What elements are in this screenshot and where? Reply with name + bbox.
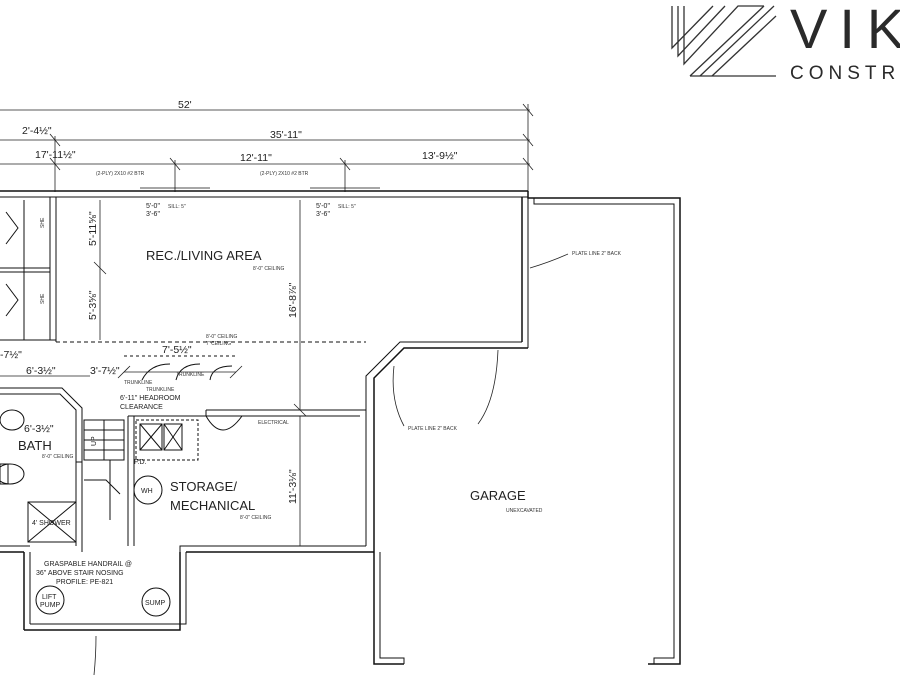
room-garage-note: UNEXCAVATED: [506, 508, 543, 514]
dimension-lines-inner: [0, 200, 307, 546]
shelf-label-1: SHE: [40, 217, 46, 228]
dim-6-3-a: 6'-3½": [26, 365, 56, 377]
logo-subtitle: CONSTRU: [790, 63, 900, 84]
room-bath-ceiling: 8'-0" CEILING: [42, 454, 73, 460]
plate-line-leaders: [93, 253, 569, 676]
company-logo: VIK CONSTRU: [671, 0, 900, 84]
window-2-sill: SILL: 5": [338, 204, 356, 210]
room-garage-label: GARAGE: [470, 488, 526, 503]
dim-3-7: 3'-7½": [90, 365, 120, 377]
ceiling-change-2: 7' CEILING: [206, 341, 231, 347]
room-storage-label-2: MECHANICAL: [170, 498, 255, 513]
headroom-note-2: CLEARANCE: [120, 404, 163, 411]
handrail-note-3: PROFILE: PE-821: [56, 579, 113, 586]
handrail-note-1: GRASPABLE HANDRAIL @: [44, 561, 132, 568]
dim-13-9: 13'-9½": [422, 150, 458, 162]
interior-walls: [0, 197, 366, 617]
dim-2-4: 2'-4½": [22, 125, 52, 137]
dim-16-8: 16'-8⅞": [287, 282, 299, 318]
logo-mark: [671, 5, 777, 77]
room-bath-label: BATH: [18, 438, 52, 453]
dim-5-11: 5'-11⅝": [87, 211, 99, 246]
dim-6-3-b: 6'-3½": [24, 423, 54, 435]
shower-label: 4' SHOWER: [32, 520, 71, 527]
electrical-note: ELECTRICAL: [258, 420, 289, 426]
header-note-2: (2-PLY) 2X10 #2 BTR: [260, 171, 309, 177]
trunkline-note-1: TRUNKLINE: [124, 380, 153, 386]
dim-12-11: 12'-11": [240, 152, 272, 164]
headroom-note-1: 6'-11" HEADROOM: [120, 395, 181, 402]
room-storage-ceiling: 8'-0" CEILING: [240, 515, 271, 521]
stair-up-label: UP: [91, 436, 98, 446]
room-storage-label-1: STORAGE/: [170, 479, 237, 494]
ceiling-change-1: 8'-0" CEILING: [206, 334, 237, 340]
shelf-label-2: SHE: [40, 293, 46, 304]
handrail-note-2: 36" ABOVE STAIR NOSING: [36, 570, 124, 577]
room-living-label: REC./LIVING AREA: [146, 248, 262, 263]
dim-5-3: 5'-3⅝": [87, 290, 99, 320]
dimension-lines-top: [0, 103, 534, 192]
plate-line-note-1: PLATE LINE 2" BACK: [572, 251, 622, 257]
room-living-ceiling: 8'-0" CEILING: [253, 266, 284, 272]
plate-line-note-2: PLATE LINE 2" BACK: [408, 426, 458, 432]
lift-pump-label-1: LIFT: [42, 594, 57, 601]
dim-35-11: 35'-11": [270, 129, 302, 141]
header-note-1: (2-PLY) 2X10 #2 BTR: [96, 171, 145, 177]
window-1-sill: SILL: 5": [168, 204, 186, 210]
window-2-height: 3'-6": [316, 211, 330, 218]
trunkline-note-2: TRUNKLINE: [176, 372, 205, 378]
water-heater-label: WH: [141, 488, 153, 495]
sump-label: SUMP: [145, 600, 166, 607]
dim-7-5: 7'-5½": [162, 344, 192, 356]
window-2-width: 5'-0": [316, 203, 330, 210]
dim-17-11: 17'-11½": [35, 149, 76, 161]
dim-overall: 52': [178, 99, 192, 111]
dim-11-3: 11'-3⅛": [287, 469, 299, 504]
floor-drain-note: F.D.: [134, 459, 147, 466]
window-1-height: 3'-6": [146, 211, 160, 218]
logo-name: VIK: [790, 0, 900, 60]
dim-7-left: -7½": [0, 349, 22, 361]
lift-pump-label-2: PUMP: [40, 602, 61, 609]
exterior-walls: [0, 187, 681, 665]
trunkline-note-3: TRUNKLINE: [146, 387, 175, 393]
window-1-width: 5'-0": [146, 203, 160, 210]
